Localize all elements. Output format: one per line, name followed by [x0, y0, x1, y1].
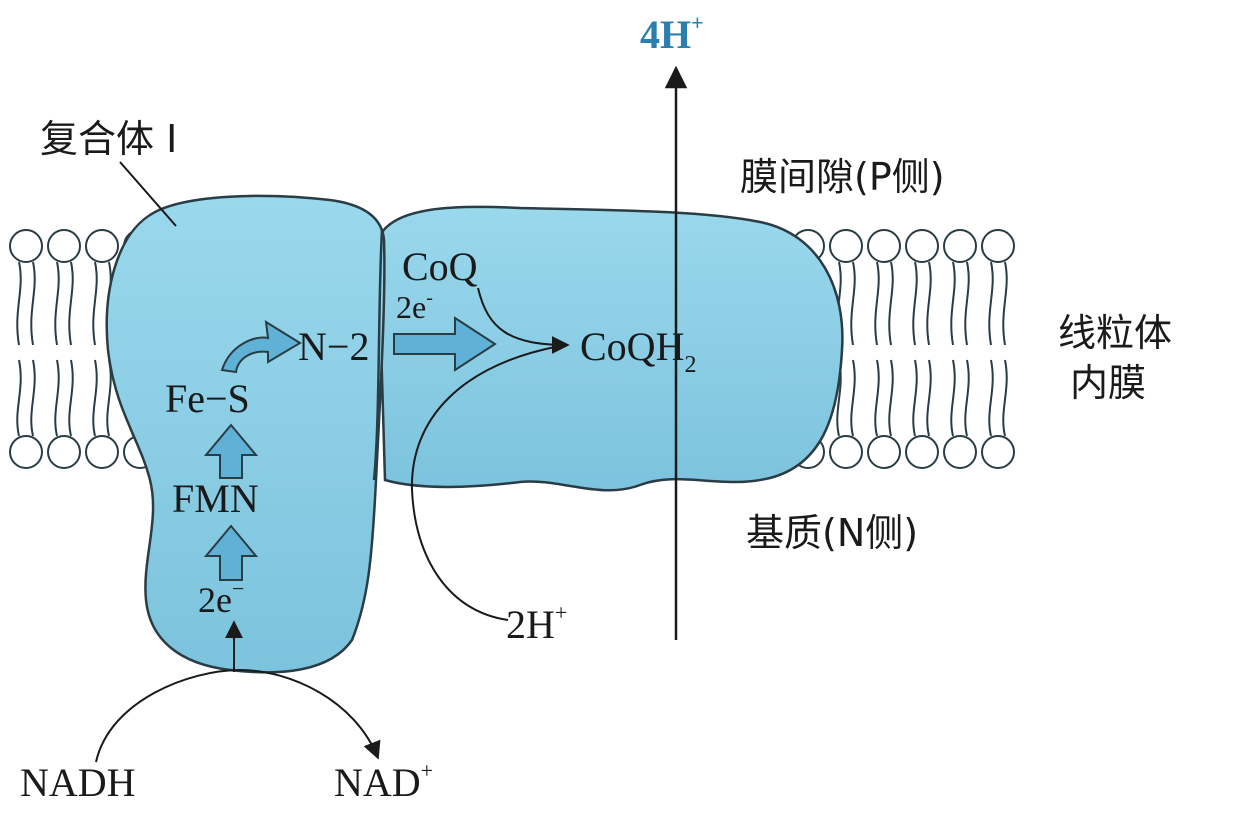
arrow-fmn-to-fes [203, 423, 259, 479]
lipid-tail [54, 359, 60, 437]
arrow-fes-to-n2 [220, 320, 302, 374]
lipid-tail [16, 359, 22, 437]
n2-cluster-label: N−2 [298, 324, 369, 369]
lipid-tail [850, 261, 856, 346]
lipid-head [47, 435, 81, 469]
coq-label: CoQ [402, 244, 478, 289]
coqh2-label: CoQH2 [580, 324, 696, 378]
lipid-head [943, 229, 977, 263]
arrow-n2-to-coq [393, 316, 497, 372]
complex-label-pointer [119, 161, 177, 227]
two-protons-label: 2H+ [506, 600, 567, 647]
lipid-tail [54, 261, 60, 346]
nad-label: NAD+ [334, 758, 433, 805]
lipid-head [905, 435, 939, 469]
lipid-tail [964, 359, 970, 437]
electrons-top-label: 2e- [396, 287, 433, 325]
lipid-head [943, 435, 977, 469]
nadh-label: NADH [20, 760, 136, 805]
arrow-2e-to-fmn [203, 524, 259, 581]
lipid-head [981, 435, 1015, 469]
lipid-tail [30, 261, 36, 346]
lipid-tail [950, 359, 956, 437]
lipid-tail [874, 261, 880, 346]
lipid-head [829, 435, 863, 469]
lipid-head [85, 435, 119, 469]
lipid-head [905, 229, 939, 263]
lipid-tail [964, 261, 970, 346]
electron-flow-arrows [203, 316, 497, 581]
membrane-arm [376, 205, 844, 492]
lipid-tail [1002, 261, 1008, 346]
lipid-tail [988, 261, 994, 346]
lipid-tail [68, 261, 74, 346]
lipid-tail [888, 359, 894, 437]
lipid-head [47, 229, 81, 263]
lipid-tail [68, 359, 74, 437]
lipid-tail [926, 261, 932, 346]
fmn-label: FMN [172, 476, 259, 521]
lipid-tail [912, 359, 918, 437]
fes-cluster-label: Fe−S [165, 376, 250, 421]
lipid-head [85, 229, 119, 263]
lipid-tail [988, 359, 994, 437]
lipid-head [829, 229, 863, 263]
lipid-tail [912, 261, 918, 346]
lipid-head [867, 435, 901, 469]
lipid-head [981, 229, 1015, 263]
lipid-tail [92, 359, 98, 437]
lipid-tail [850, 359, 856, 437]
lipid-tail [888, 261, 894, 346]
complex-i-protein [105, 194, 844, 674]
lipid-tail [874, 359, 880, 437]
peripheral-arm [105, 194, 386, 674]
lipid-head [9, 229, 43, 263]
lipid-tail [1002, 359, 1008, 437]
lipid-tail [92, 261, 98, 346]
lipid-tail [30, 359, 36, 437]
inner-membrane-label-2: 内膜 [1070, 361, 1146, 405]
matrix-label: 基质(N侧) [746, 511, 918, 555]
arrow-2h-uptake [410, 345, 561, 621]
lipid-tail [950, 261, 956, 346]
lipid-head [867, 229, 901, 263]
inner-membrane-label-1: 线粒体 [1058, 311, 1172, 355]
proton-top-label: 4H+ [640, 10, 704, 57]
arrow-coq-reduction [477, 287, 570, 354]
electrons-bottom-label: 2e− [198, 576, 244, 620]
arrow-nadh-oxidation [95, 668, 381, 763]
lipid-tail [926, 359, 932, 437]
intermembrane-space-label: 膜间隙(P侧) [740, 155, 945, 199]
complex-label: 复合体 I [40, 117, 177, 161]
lipid-head [9, 435, 43, 469]
lipid-tail [16, 261, 22, 346]
